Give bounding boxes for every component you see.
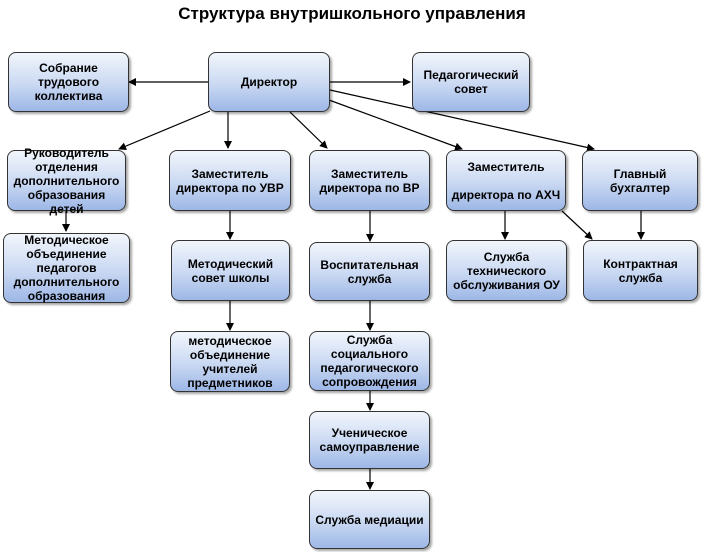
diagram-title: Структура внутришкольного управления	[178, 4, 526, 23]
node-sobranie: Собрание трудового коллектива	[8, 52, 129, 112]
edge-direktor-zam-vr	[289, 111, 328, 149]
node-vospit: Воспитательная служба	[309, 242, 430, 301]
node-zam-ahch: Заместитель директора по АХЧ	[446, 150, 566, 211]
node-direktor: Директор	[208, 52, 330, 112]
edge-direktor-buhgalter	[329, 89, 595, 152]
node-zam-vr: Заместитель директора по ВР	[309, 150, 430, 211]
node-sluzhba-soc: Служба социального педагогического сопро…	[309, 331, 430, 391]
node-kontrakt: Контрактная служба	[583, 240, 698, 301]
node-zam-uvr: Заместитель директора по УВР	[169, 150, 291, 211]
edge-zam-ahch-kontrakt	[561, 210, 593, 240]
node-metod-obed: методическое объединение учителей предме…	[170, 331, 290, 392]
node-pedsovet: Педагогический совет	[412, 52, 530, 112]
edge-direktor-rukovoditel	[118, 110, 211, 150]
node-uchen: Ученическое самоуправление	[309, 411, 430, 469]
node-rukovoditel: Руководитель отделения дополнительного о…	[7, 146, 126, 216]
edge-direktor-zam-ahch	[328, 99, 463, 151]
node-sluzhba-teh: Служба технического обслуживания ОУ	[446, 240, 567, 301]
node-metod-dop: Методическое объединение педагогов допол…	[3, 233, 130, 303]
node-metod-sovet: Методический совет школы	[171, 240, 290, 301]
node-mediaciya: Служба медиации	[309, 490, 430, 549]
node-buhgalter: Главный бухгалтер	[582, 150, 698, 211]
